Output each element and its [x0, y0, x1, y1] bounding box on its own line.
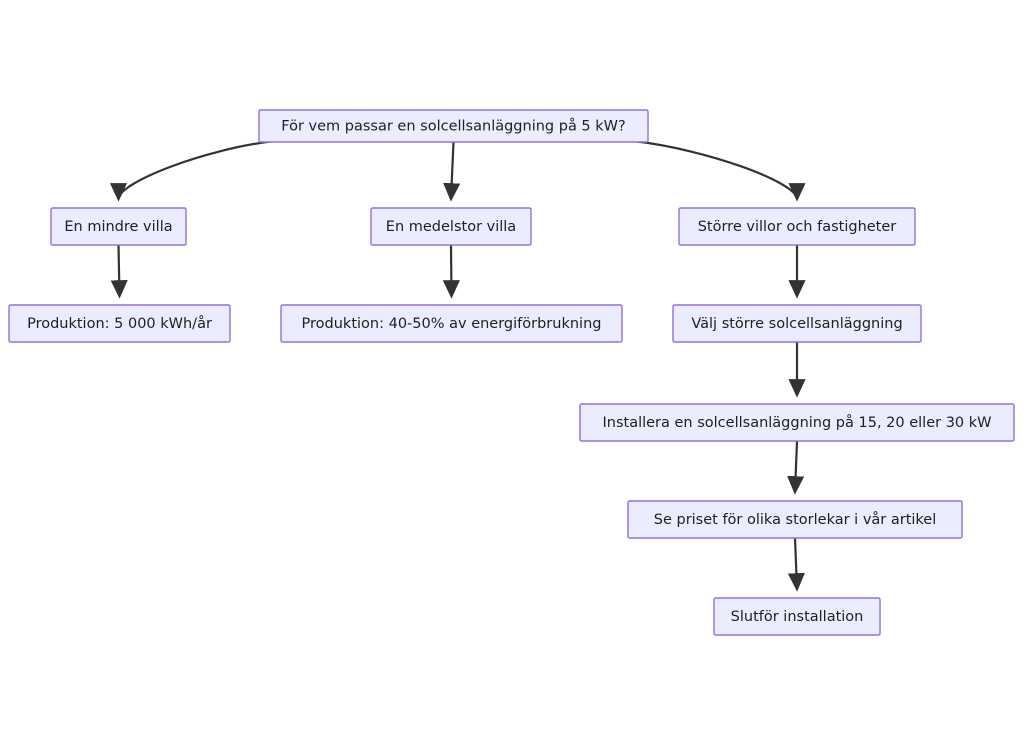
edge-root-large	[632, 139, 806, 202]
node-box-production-small	[8, 304, 231, 343]
node-large-properties[interactable]: Större villor och fastigheter	[678, 207, 916, 246]
node-choose-larger[interactable]: Välj större solcellsanläggning	[672, 304, 922, 343]
node-box-medium-villa	[370, 207, 532, 246]
edge-root-medium	[443, 141, 461, 202]
node-box-small-villa	[50, 207, 187, 246]
node-medium-villa[interactable]: En medelstor villa	[370, 207, 532, 246]
node-see-price[interactable]: Se priset för olika storlekar i vår arti…	[627, 500, 963, 539]
node-label-finish-install: Slutför installation	[731, 609, 864, 625]
edge-root-small	[110, 139, 275, 202]
edge-price-finish	[787, 537, 805, 592]
nodes-layer: För vem passar en solcellsanläggning på …	[8, 109, 1015, 636]
node-production-medium[interactable]: Produktion: 40-50% av energiförbrukning	[280, 304, 623, 343]
node-label-root: För vem passar en solcellsanläggning på …	[281, 118, 625, 135]
node-box-choose-larger	[672, 304, 922, 343]
node-label-see-price: Se priset för olika storlekar i vår arti…	[654, 511, 937, 528]
node-label-small-villa: En mindre villa	[64, 219, 172, 235]
node-box-production-medium	[280, 304, 623, 343]
node-label-medium-villa: En medelstor villa	[386, 219, 516, 235]
node-box-install-larger	[579, 403, 1015, 442]
node-production-small[interactable]: Produktion: 5 000 kWh/år	[8, 304, 231, 343]
node-label-production-small: Produktion: 5 000 kWh/år	[27, 315, 212, 332]
node-small-villa[interactable]: En mindre villa	[50, 207, 187, 246]
edge-medium-production	[442, 244, 460, 299]
node-label-production-medium: Produktion: 40-50% av energiförbrukning	[302, 316, 602, 332]
node-finish-install[interactable]: Slutför installation	[713, 597, 881, 636]
edge-install-price	[787, 440, 805, 495]
node-box-root	[258, 109, 649, 143]
node-label-choose-larger: Välj större solcellsanläggning	[691, 316, 902, 332]
edges-layer	[110, 139, 806, 592]
node-box-finish-install	[713, 597, 881, 636]
edge-small-production	[110, 244, 128, 299]
node-box-see-price	[627, 500, 963, 539]
node-install-larger[interactable]: Installera en solcellsanläggning på 15, …	[579, 403, 1015, 442]
node-root[interactable]: För vem passar en solcellsanläggning på …	[258, 109, 649, 143]
node-box-large-properties	[678, 207, 916, 246]
node-label-install-larger: Installera en solcellsanläggning på 15, …	[602, 414, 991, 431]
node-label-large-properties: Större villor och fastigheter	[698, 219, 897, 235]
